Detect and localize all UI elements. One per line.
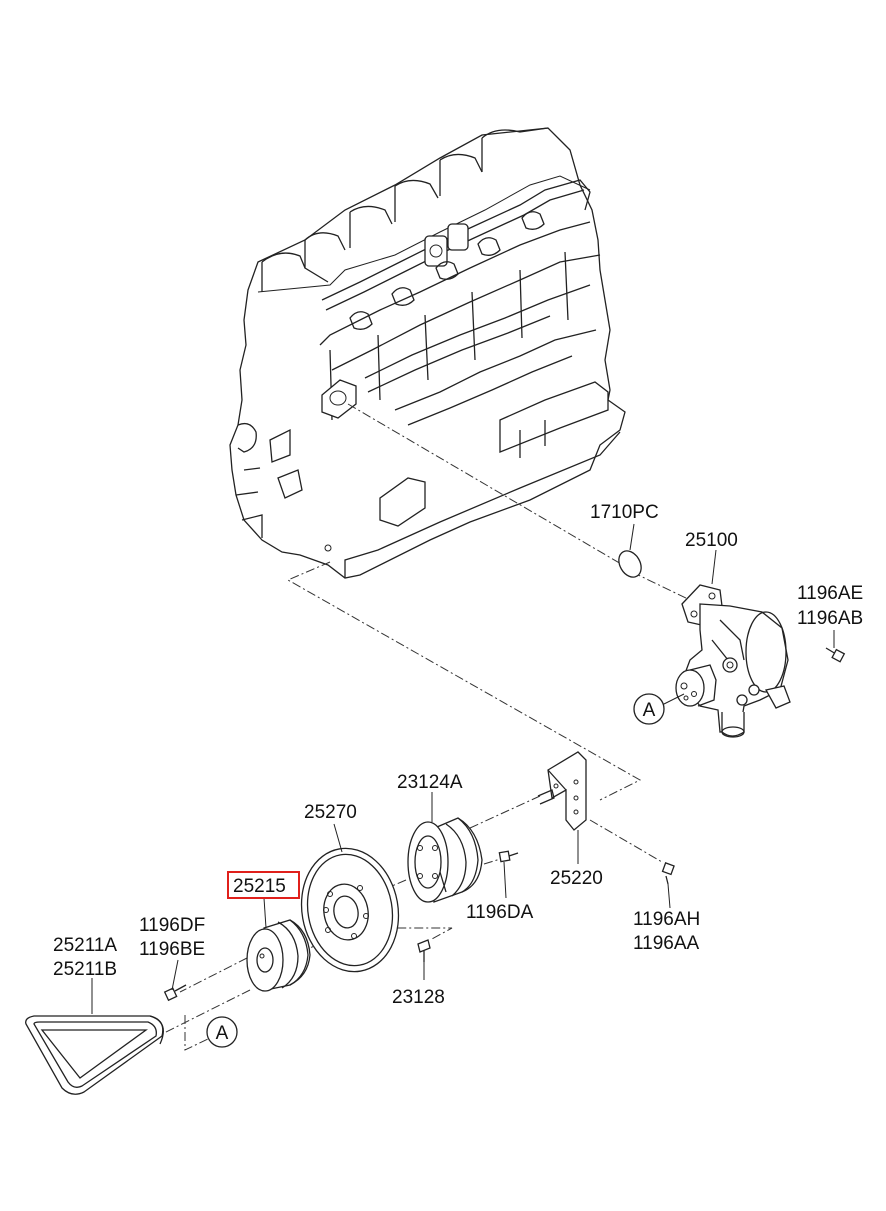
bolt-1196DA[interactable] — [498, 850, 519, 863]
bolt-1196AE[interactable] — [825, 647, 846, 663]
belt-25211A[interactable] — [25, 1015, 164, 1095]
alignment-lines — [159, 403, 691, 1051]
ref-circle-a-top: A — [633, 693, 665, 725]
water-pump-25100[interactable] — [675, 584, 791, 738]
ref-a-bottom-label: A — [216, 1023, 229, 1044]
label-25211A[interactable]: 25211A — [53, 935, 117, 956]
label-25211B[interactable]: 25211B — [53, 959, 117, 980]
bolt-1196AH[interactable] — [661, 862, 675, 885]
label-23128[interactable]: 23128 — [392, 987, 445, 1008]
label-1196BE[interactable]: 1196BE — [139, 939, 205, 960]
label-25215[interactable]: 25215 — [233, 876, 286, 897]
engine-block — [229, 127, 626, 579]
label-23124A[interactable]: 23124A — [397, 772, 463, 793]
label-1196AB[interactable]: 1196AB — [797, 608, 863, 629]
label-1196AA[interactable]: 1196AA — [633, 933, 700, 954]
label-1196AH[interactable]: 1196AH — [633, 909, 700, 930]
label-25100[interactable]: 25100 — [685, 530, 738, 551]
label-1196DA[interactable]: 1196DA — [466, 902, 534, 923]
bolt-1196DF[interactable] — [163, 984, 187, 1002]
damper-25270[interactable] — [292, 841, 408, 980]
bolt-23128[interactable] — [417, 939, 431, 962]
bracket-25220[interactable] — [537, 751, 587, 831]
label-1196DF[interactable]: 1196DF — [139, 915, 205, 936]
pulley-23124A[interactable] — [407, 817, 483, 903]
label-1196AE[interactable]: 1196AE — [797, 583, 863, 604]
label-1710PC[interactable]: 1710PC — [590, 502, 659, 523]
label-25270[interactable]: 25270 — [304, 802, 357, 823]
leader-lines — [91, 523, 835, 1014]
label-25220[interactable]: 25220 — [550, 868, 603, 889]
o-ring-1710PC[interactable] — [614, 547, 645, 581]
ref-circle-a-bottom: A — [206, 1016, 238, 1048]
highlight-box-25215 — [227, 871, 300, 899]
ref-a-top-label: A — [643, 700, 656, 721]
pulley-25215[interactable] — [246, 919, 311, 992]
